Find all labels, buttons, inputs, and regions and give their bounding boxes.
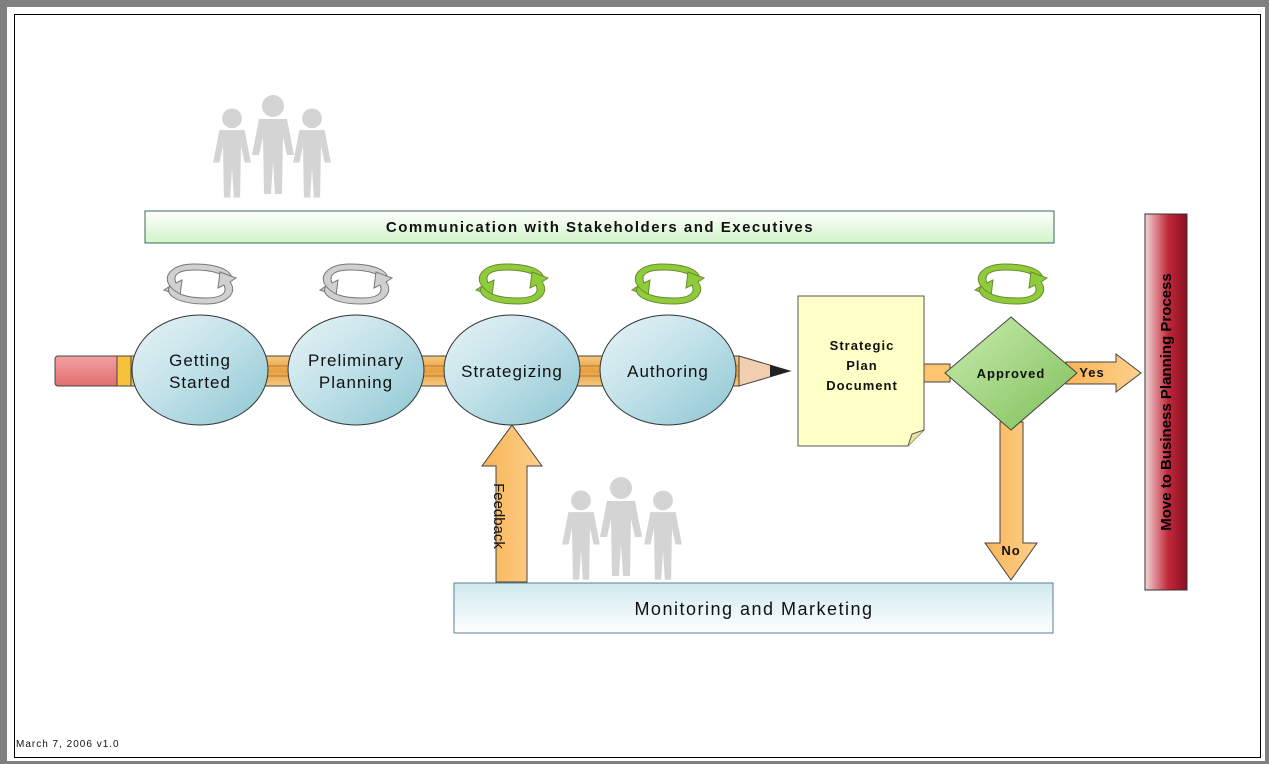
- stage-strategizing: Strategizing: [443, 314, 581, 426]
- yes-label: Yes: [1079, 365, 1104, 380]
- strategic-plan-document: Strategic Plan Document: [797, 295, 925, 447]
- version-footer: March 7, 2006 v1.0: [16, 739, 120, 750]
- cycle-icon-strategizing: [475, 263, 549, 305]
- business-planning-bar: Move to Business Planning Process: [1144, 213, 1188, 591]
- cycle-icon-authoring: [631, 263, 705, 305]
- document-label-line1: Strategic: [830, 338, 895, 353]
- business-planning-label: Move to Business Planning Process: [1158, 273, 1175, 531]
- no-label: No: [1001, 543, 1020, 558]
- cycle-icon-preliminary-planning: [319, 263, 393, 305]
- monitoring-bar: Monitoring and Marketing: [453, 582, 1054, 634]
- stage-preliminary-planning: Preliminary Planning: [287, 314, 425, 426]
- stage-label-line1: Strategizing: [461, 362, 563, 381]
- feedback-label: Feedback: [490, 483, 507, 549]
- yes-arrow: Yes: [1065, 352, 1142, 394]
- stage-authoring: Authoring: [599, 314, 737, 426]
- monitoring-bar-label: Monitoring and Marketing: [634, 599, 873, 619]
- stage-getting-started: Getting Started: [131, 314, 269, 426]
- approved-label: Approved: [977, 366, 1046, 381]
- no-arrow: No: [984, 421, 1038, 581]
- stage-label-line1: Preliminary: [308, 351, 404, 370]
- stage-label-line2: Planning: [319, 373, 393, 392]
- stakeholders-people-icon: [213, 95, 331, 198]
- stage-label-line2: Started: [169, 373, 231, 392]
- communication-bar-label: Communication with Stakeholders and Exec…: [386, 219, 814, 236]
- document-label-line2: Plan: [846, 358, 877, 373]
- cycle-icon-getting-started: [163, 263, 237, 305]
- communication-bar: Communication with Stakeholders and Exec…: [144, 210, 1055, 244]
- feedback-arrow: Feedback: [481, 424, 543, 583]
- document-label-line3: Document: [826, 378, 898, 393]
- stage-label-line1: Getting: [169, 351, 231, 370]
- approved-decision: Approved: [944, 316, 1078, 431]
- cycle-icon-approved: [974, 263, 1048, 305]
- marketing-people-icon: [562, 477, 682, 580]
- stage-label-line1: Authoring: [627, 362, 709, 381]
